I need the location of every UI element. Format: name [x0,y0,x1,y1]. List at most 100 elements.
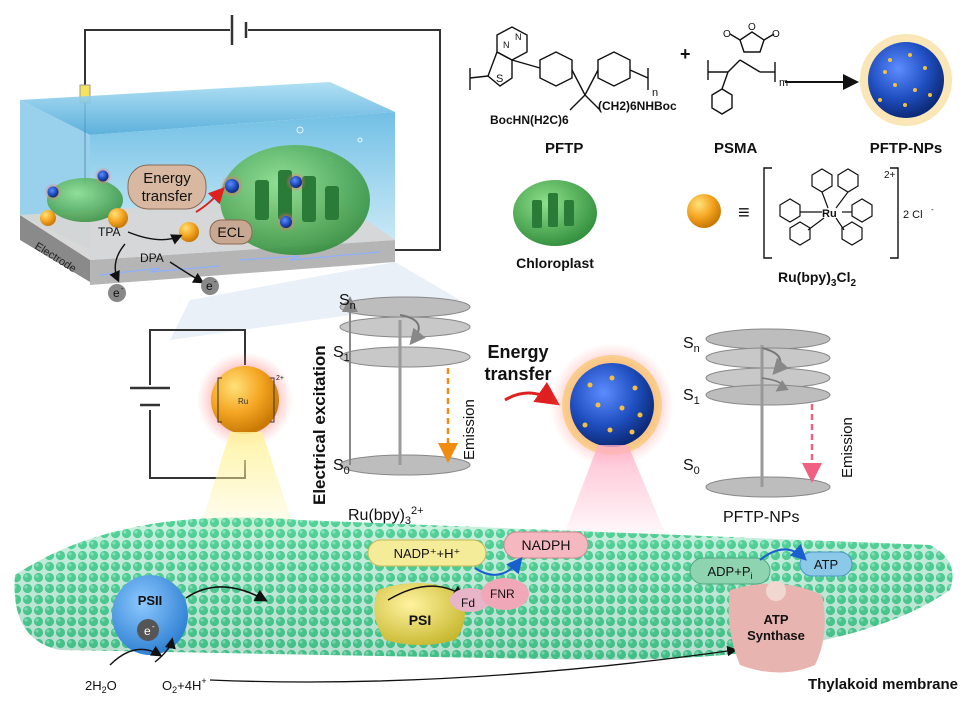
pftp-structure [469,26,649,111]
oxygen-label: O2+4H+ [162,676,207,695]
counter-ion-label: 2 Cl [903,209,923,221]
psii-electron-label: e [144,624,151,638]
jablonski-ru: Electrical excitation Sn S1 S0 Emission … [310,292,478,527]
tpa-arrow [127,231,183,245]
level-sn-lower [339,316,471,338]
ru-sphere-legend [687,194,721,228]
psma-m-index: m [779,77,788,89]
level-sn [339,296,471,318]
psii-to-psi-arrow [185,586,268,602]
nadph-arrow [474,556,523,576]
atp-arrow [759,543,807,561]
ru-sphere [179,222,199,242]
np-relaxation-arrow [761,347,789,376]
electric-spark [239,251,381,261]
psma-label: PSMA [714,140,758,157]
nanoparticle [290,176,302,188]
ru-complex-structure [779,168,873,246]
adp-bubble [689,557,771,585]
electrical-excitation-label: Electrical excitation [310,345,329,505]
water-split-arrow [109,645,163,666]
electron-arrow-left [109,243,126,283]
plus-sign: + [680,44,691,64]
nadph-label: NADPH [521,537,570,553]
pftp-left-substituent: BocHN(H2C)6 [490,113,569,127]
level-s0 [339,454,471,476]
np-large-dots [582,375,643,435]
ru-bpy-label: Ru(bpy)32+ [348,505,424,527]
electron-sphere [201,277,219,295]
water-top [20,82,395,135]
s0-label: S0 [333,457,350,477]
bracket-left [763,167,772,259]
jablonski-np: Sn S1 S0 Emission PFTP-NPs [683,328,856,526]
sn-label: Sn [339,292,356,312]
ru-atom-label: Ru [822,208,837,220]
nadph-bubble [503,531,589,559]
yellow-light-beam [195,432,300,545]
np-level-sn [705,328,831,350]
emission-label-ru: Emission [461,399,478,460]
pftp-n-index: n [652,87,658,99]
electron-label-1: e [113,286,120,300]
nanoparticle [225,179,239,193]
fnr-protein [481,578,529,610]
zoom-projection [170,262,460,340]
chloroplast-label: Chloroplast [516,255,594,271]
mini-ru-atom: Ru [238,397,248,406]
energy-transfer-arrow [195,187,225,213]
pftp-s-atom: S [496,73,503,85]
electrode-base-side [20,215,90,282]
water-label: 2H2O [85,678,117,695]
pftp-n-atom: N [503,40,510,50]
psma-o-atom: O [748,22,756,33]
ru-sphere [108,208,128,228]
electric-spark [99,265,221,276]
psma-structure [707,31,776,115]
s1-label: S1 [333,344,350,364]
mini-bracket [217,377,222,423]
bubble [296,126,304,134]
atp-synthase [728,583,825,673]
pink-light-beam [560,445,670,545]
np-large [550,343,674,545]
pftp-right-substituent: (CH2)6NHBoc [598,99,677,113]
nadp-label: NADP⁺+H⁺ [394,546,461,561]
atp-synthase-label-1: ATP [763,612,788,627]
np-s1-label: S1 [683,387,700,407]
level-s1 [339,346,471,368]
proton-flow-arrow [209,645,738,683]
circuit-wire-left [84,29,230,95]
ru-circuit: 2+ Ru [130,329,300,545]
np-s0-label: S0 [683,457,700,477]
electron-return-arrow [154,637,176,663]
atp-synthase-head [766,581,786,601]
energy-transfer-mid-1: Energy [487,342,548,362]
np-sn-label: Sn [683,335,700,355]
nanoparticle [280,216,292,228]
np-level-s0 [705,476,831,498]
ecl-bubble [209,219,253,245]
energy-transfer-text-2: transfer [142,188,193,205]
atp-synthase-label-2: Synthase [747,628,805,643]
electron-sup-2: - [214,277,217,286]
electron-arrow-right [169,261,205,284]
ru-sphere-large [211,366,279,434]
charge-2plus: 2+ [884,170,896,181]
ru-sphere [40,210,56,226]
nanoparticle [97,170,109,182]
bubble [357,137,363,143]
synthesis-scheme: N N S n BocHN(H2C)6 (CH2)6NHBoc PFTP + O… [469,22,952,289]
large-chloroplast [220,145,370,255]
emission-label-np: Emission [839,417,856,478]
energy-transfer-mid-arrow [504,381,560,406]
electron-sphere [108,284,126,302]
circuit-wire [149,329,200,385]
fd-protein [450,588,490,612]
mini-bracket [270,377,275,423]
psi-protein [374,582,465,645]
thylakoid-membrane: PSII e - 2H2O O2+4H+ PSI Fd FNR NADP⁺+H⁺… [14,517,958,695]
chloroplast-legend-stacks [532,193,574,228]
psii-label: PSII [138,593,163,608]
